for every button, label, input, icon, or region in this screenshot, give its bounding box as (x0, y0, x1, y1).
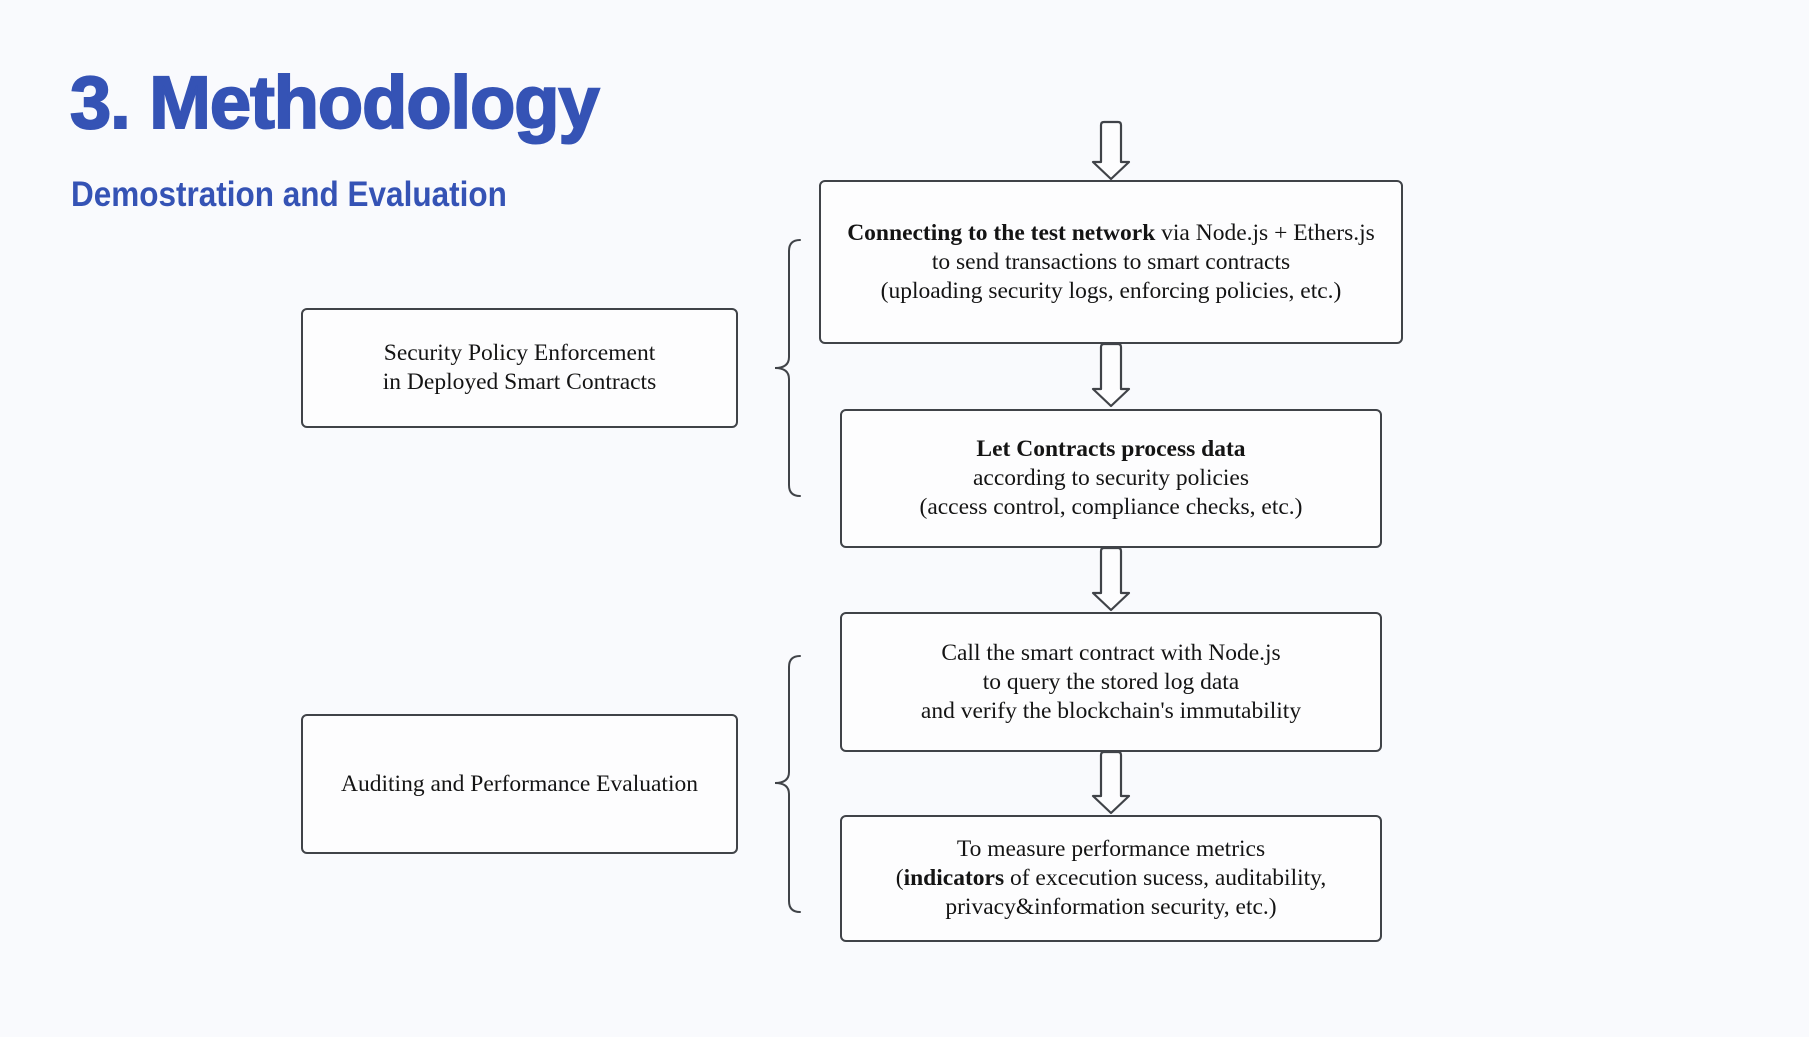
step-line: (access control, compliance checks, etc.… (919, 494, 1303, 520)
step-box-process-data: Let Contracts process data according to … (840, 409, 1382, 548)
group-label-line: Security Policy Enforcement (383, 340, 656, 366)
down-arrow-icon (1091, 120, 1131, 181)
step-line: privacy&information security, etc.) (945, 894, 1277, 920)
step-line: (indicators of excecution sucess, audita… (896, 864, 1327, 893)
left-brace-icon (774, 239, 801, 497)
step-line: Let Contracts process data (920, 435, 1303, 464)
down-arrow-icon (1091, 342, 1131, 408)
down-arrow-icon (1091, 546, 1131, 612)
step-line: according to security policies (972, 465, 1250, 491)
step-bold-text: indicators (903, 865, 1005, 891)
step-line: and verify the blockchain's immutability (920, 697, 1302, 724)
step-line: to send transactions to smart contracts (931, 248, 1291, 275)
step-line: To measure performance metrics (956, 836, 1266, 862)
group-box-security-policy: Security Policy Enforcement in Deployed … (301, 308, 738, 428)
step-line: (uploading security logs, enforcing poli… (880, 277, 1342, 304)
step-text: ( (895, 865, 904, 891)
step-box-query-logs: Call the smart contract with Node.js to … (840, 612, 1382, 752)
step-bold-text: Connecting to the test network (847, 219, 1156, 246)
step-line: to query the stored log data (982, 668, 1240, 695)
page-title: 3. Methodology (69, 61, 601, 145)
step-box-connect-network: Connecting to the test network via Node.… (819, 180, 1403, 344)
group-box-auditing: Auditing and Performance Evaluation (301, 714, 738, 854)
down-arrow-icon (1091, 750, 1131, 815)
page-subtitle: Demostration and Evaluation (71, 175, 507, 214)
step-line: Call the smart contract with Node.js (941, 639, 1281, 666)
step-line: Connecting to the test network via Node.… (847, 219, 1375, 248)
step-bold-text: Let Contracts process data (976, 436, 1246, 462)
step-text: of excecution sucess, auditability, (1004, 865, 1327, 891)
step-text: via Node.js + Ethers.js (1155, 219, 1375, 246)
step-box-measure-performance: To measure performance metrics (indicato… (840, 815, 1382, 942)
left-brace-icon (774, 655, 801, 913)
group-label-line: Auditing and Performance Evaluation (341, 770, 698, 797)
group-label-line: in Deployed Smart Contracts (382, 369, 657, 395)
